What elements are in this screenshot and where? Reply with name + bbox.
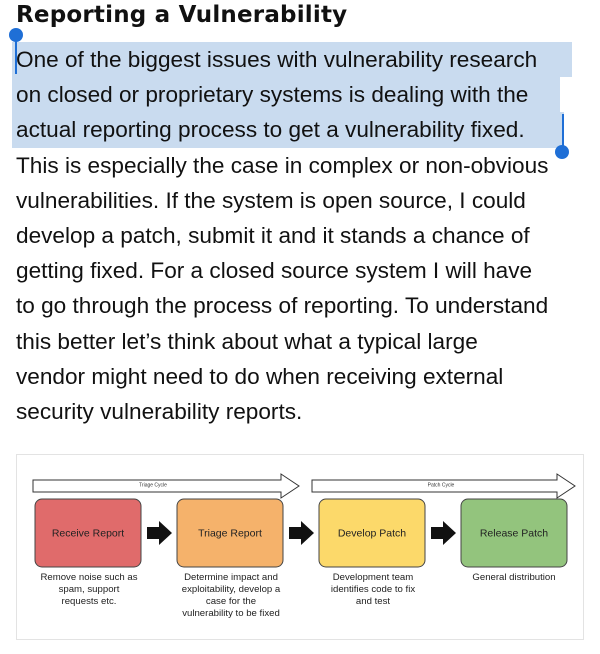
description-line: Determine impact and (184, 572, 278, 583)
step-label: Triage Report (198, 528, 262, 540)
description-line: Remove noise such as (40, 572, 137, 583)
text-line: security vulnerability reports. (16, 398, 303, 424)
cycle-label: Triage Cycle (139, 483, 167, 489)
cycle-label: Patch Cycle (428, 483, 455, 489)
description-line: case for the (206, 596, 256, 607)
selection-start-handle[interactable] (9, 28, 23, 42)
process-diagram: Triage Cycle Patch Cycle Receive Report … (16, 454, 584, 640)
text-line: vulnerabilities. If the system is open s… (16, 187, 526, 213)
step-description: Development team identifies code to fix … (331, 572, 415, 607)
description-line: General distribution (472, 572, 555, 583)
text-line: This is especially the case in complex o… (16, 152, 549, 178)
selected-text-line[interactable]: actual reporting process to get a vulner… (12, 112, 564, 148)
step-triage-report: Triage Report (176, 498, 284, 568)
selection-end-caret (562, 114, 564, 150)
article-heading: Reporting a Vulnerability (16, 2, 348, 28)
article-paragraph[interactable]: One of the biggest issues with vulnerabi… (12, 42, 591, 429)
description-line: spam, support (59, 584, 120, 595)
text-line: vendor might need to do when receiving e… (16, 363, 504, 389)
text-line: this better let’s think about what a typ… (16, 328, 478, 354)
selection-end-handle[interactable] (555, 145, 569, 159)
selected-text-line[interactable]: One of the biggest issues with vulnerabi… (12, 42, 572, 78)
step-develop-patch: Develop Patch (318, 498, 426, 568)
description-line: and test (356, 596, 390, 607)
step-description: Remove noise such as spam, support reque… (40, 572, 137, 607)
description-line: vulnerability to be fixed (182, 608, 280, 619)
step-label: Receive Report (52, 528, 124, 540)
triage-cycle-arrow: Triage Cycle (32, 473, 300, 499)
text-line: getting fixed. For a closed source syste… (16, 258, 533, 284)
process-diagram-svg: Triage Cycle Patch Cycle Receive Report … (32, 473, 576, 619)
text-line: develop a patch, submit it and it stands… (16, 222, 530, 248)
selected-text-line[interactable]: on closed or proprietary systems is deal… (12, 77, 560, 113)
arrow-right-icon (289, 521, 314, 545)
step-description: General distribution (472, 572, 555, 583)
description-line: requests etc. (62, 596, 117, 607)
step-description: Determine impact and exploitability, dev… (182, 572, 281, 619)
text-line: to go through the process of reporting. … (16, 293, 549, 319)
description-line: exploitability, develop a (182, 584, 281, 595)
step-label: Develop Patch (338, 528, 406, 540)
step-label: Release Patch (480, 528, 548, 540)
step-receive-report: Receive Report (34, 498, 142, 568)
patch-cycle-arrow: Patch Cycle (311, 473, 576, 499)
arrow-right-icon (431, 521, 456, 545)
description-line: Development team (333, 572, 414, 583)
selection-start-caret (15, 38, 17, 74)
arrow-right-icon (147, 521, 172, 545)
step-release-patch: Release Patch (460, 498, 568, 568)
description-line: identifies code to fix (331, 584, 415, 595)
